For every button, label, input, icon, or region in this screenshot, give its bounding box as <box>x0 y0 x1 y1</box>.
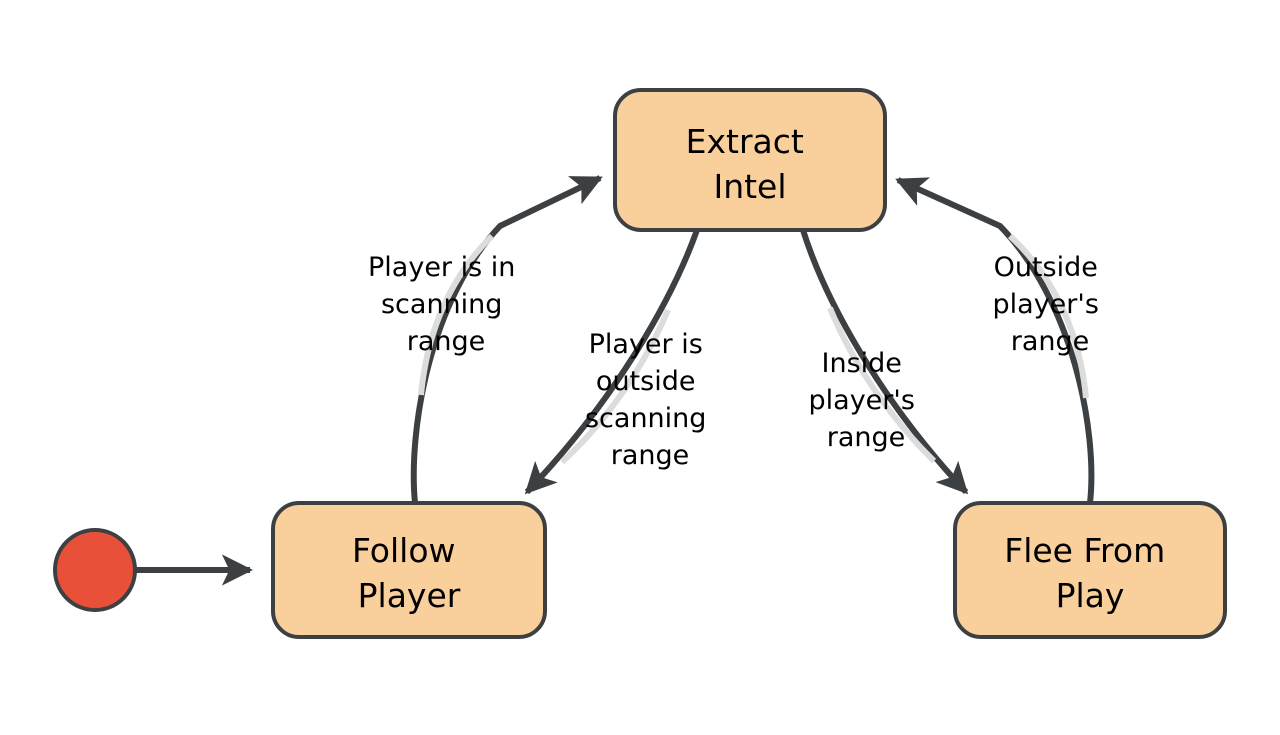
edge-label-line: scanning <box>585 403 706 434</box>
svg-text:Outside player's: Outside player's range <box>993 252 1108 357</box>
state-node-follow-player[interactable]: Follow Player <box>271 501 547 639</box>
svg-text:Follow Player: Follow Player <box>352 531 466 615</box>
edge-label-line: player's <box>809 385 915 416</box>
edge-extract-to-flee-line <box>800 229 969 495</box>
state-node-label-line: Flee From <box>1004 531 1165 570</box>
edge-label-line: Player is <box>589 329 703 360</box>
edge-label-extract-to-flee: Inside player's range <box>809 348 924 453</box>
edge-label-line: range <box>611 440 690 471</box>
edge-label-follow-to-extract: Player is in scanning range <box>368 252 524 357</box>
edge-label-line: scanning <box>381 289 502 320</box>
state-node-label-line: Extract <box>686 122 804 161</box>
edge-label-line: outside <box>596 366 696 397</box>
edge-label-extract-to-follow: Player is outside scanning range <box>585 329 715 471</box>
edge-label-line: range <box>407 326 486 357</box>
state-node-flee-from-play[interactable]: Flee From Play <box>953 501 1227 639</box>
state-node-label-line: Player <box>358 576 461 615</box>
edge-label-line: Inside <box>822 348 902 379</box>
edge-label-line: Outside <box>994 252 1098 283</box>
edge-extract-to-flee-label-mask <box>827 306 937 464</box>
state-node-flee-from-play-shape[interactable] <box>953 501 1227 639</box>
edge-follow-to-extract <box>410 175 603 504</box>
edge-label-line: Player is in <box>368 252 515 283</box>
edge-extract-to-follow-label-mask <box>559 308 671 465</box>
edge-follow-to-extract-label-mask <box>418 233 495 396</box>
edge-label-line: range <box>827 422 906 453</box>
state-node-extract-intel-shape[interactable] <box>613 88 887 232</box>
start-node[interactable] <box>53 528 137 612</box>
edge-flee-to-extract-label-mask <box>1007 233 1089 399</box>
edge-extract-to-flee <box>800 229 969 495</box>
edge-extract-to-follow-line <box>524 228 700 495</box>
state-node-label-line: Follow <box>352 531 456 570</box>
svg-text:Extract Intel: Extract Intel <box>686 122 815 206</box>
edge-label-flee-to-extract: Outside player's range <box>993 252 1108 357</box>
state-node-extract-intel[interactable]: Extract Intel <box>613 88 887 232</box>
svg-text:Flee From Play: Flee From Play <box>1004 531 1176 615</box>
state-node-label-line: Play <box>1056 576 1125 615</box>
svg-text:Player is outside: Player is outside scanning range <box>585 329 715 471</box>
edge-label-line: player's <box>993 289 1099 320</box>
state-node-label-line: Intel <box>713 167 786 206</box>
state-node-follow-player-shape[interactable] <box>271 501 547 639</box>
edge-extract-to-follow <box>524 228 700 495</box>
edge-flee-to-extract <box>895 177 1095 504</box>
edge-label-line: range <box>1011 326 1090 357</box>
svg-text:Inside player's: Inside player's range <box>809 348 924 453</box>
svg-text:Player is in scanning: Player is in scanning range <box>368 252 524 357</box>
